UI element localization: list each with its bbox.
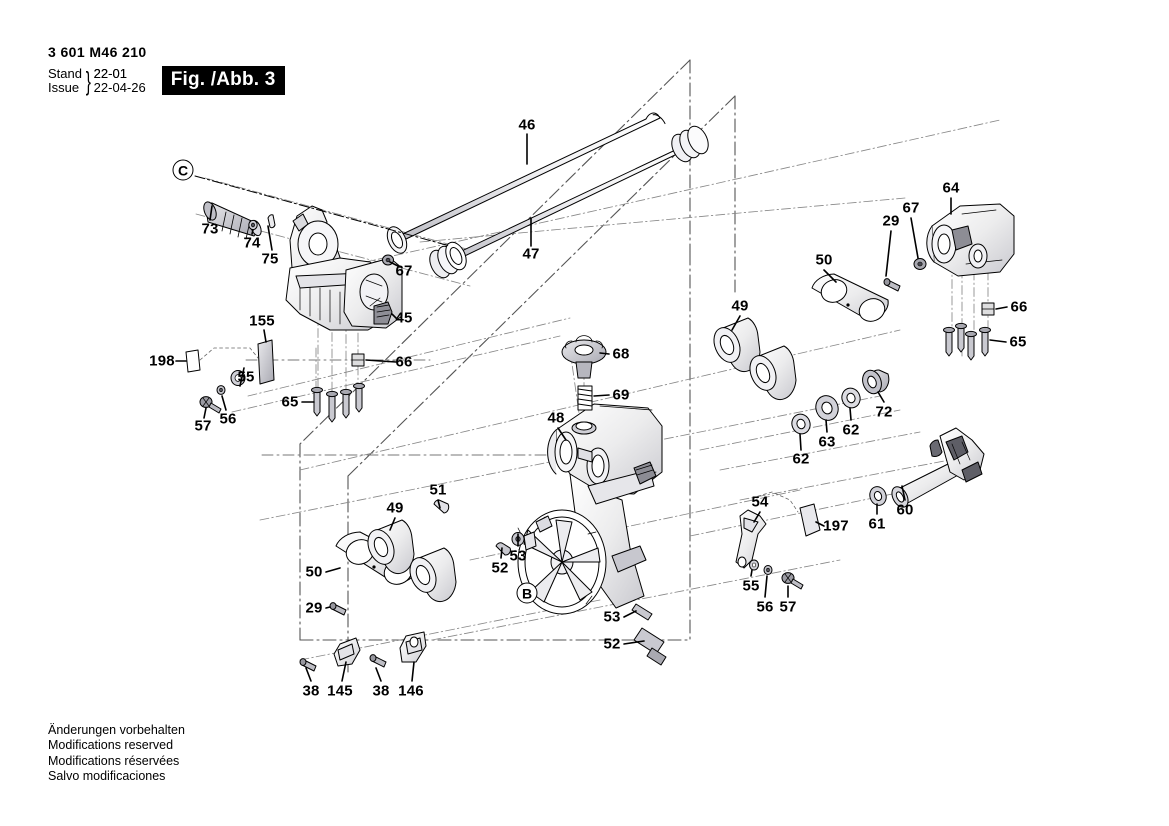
callout-52-mid: 52 — [491, 559, 509, 577]
stand-date: 22-01 22-01 — [93, 65, 146, 81]
callout-64: 64 — [942, 179, 960, 197]
callout-51: 51 — [429, 481, 447, 499]
footer-line-es: Salvo modificaciones — [48, 769, 166, 784]
callout-68: 68 — [612, 345, 630, 363]
callout-57-lower: 57 — [779, 598, 797, 616]
callout-56-left: 56 — [219, 410, 237, 428]
callout-55-left: 55 — [237, 368, 255, 386]
callout-145: 145 — [327, 682, 353, 700]
callout-29-lower: 29 — [305, 599, 323, 617]
issue-date: 22-04-26 — [93, 79, 146, 95]
callout-29-upper: 29 — [882, 212, 900, 230]
section-mark-c: C — [172, 159, 194, 181]
callout-67-right: 67 — [902, 199, 920, 217]
drawing-footer: Änderungen vorbehalten Modifications res… — [48, 723, 185, 785]
brace-glyph: } — [85, 65, 91, 96]
issue-label: Issue — [48, 79, 80, 95]
revision-dates: 22-01 22-01 22-04-26 — [93, 65, 146, 95]
callout-60: 60 — [896, 501, 914, 519]
callout-56-lower: 56 — [756, 598, 774, 616]
callout-45: 45 — [395, 309, 413, 327]
callout-53-mid: 53 — [509, 547, 527, 565]
drawing-header: 3 601 M46 210 Stand Issue } 22-01 22-01 … — [48, 44, 285, 95]
stand-date-text: 22-01 — [93, 65, 127, 81]
stand-date-overlay: 22-01 — [93, 65, 127, 81]
callout-197: 197 — [823, 517, 849, 535]
callout-198: 198 — [149, 352, 175, 370]
footer-line-fr: Modifications réservées — [48, 753, 180, 768]
footer-line-de: Änderungen vorbehalten — [48, 723, 185, 737]
callout-63: 63 — [818, 433, 836, 451]
callout-66-right: 66 — [1010, 298, 1028, 316]
callout-72: 72 — [875, 403, 893, 421]
callout-62-upper: 62 — [842, 421, 860, 439]
callout-38-left: 38 — [302, 682, 320, 700]
callout-146: 146 — [398, 682, 424, 700]
callout-155: 155 — [249, 312, 275, 330]
callout-52-lower: 52 — [603, 635, 621, 653]
section-mark-b: B — [516, 582, 538, 604]
footer-line-en: Modifications reserved — [48, 738, 174, 753]
callout-69: 69 — [612, 386, 630, 404]
callout-65-right: 65 — [1009, 333, 1027, 351]
stand-label: Stand — [48, 65, 82, 81]
callout-55-lower: 55 — [742, 577, 760, 595]
callout-50-upper: 50 — [815, 251, 833, 269]
figure-label: Fig. /Abb. 3 — [161, 66, 285, 95]
callout-48: 48 — [547, 409, 565, 427]
callout-67-upper: 67 — [395, 262, 413, 280]
callout-57-left: 57 — [194, 417, 212, 435]
part-number: 3 601 M46 210 — [48, 44, 147, 60]
callout-66-left: 66 — [395, 353, 413, 371]
callout-53-lower: 53 — [603, 608, 621, 626]
callout-49-upper: 49 — [731, 297, 749, 315]
callout-75: 75 — [261, 250, 279, 268]
callout-62-lower: 62 — [792, 450, 810, 468]
callout-61: 61 — [868, 515, 886, 533]
callout-38-right: 38 — [372, 682, 390, 700]
revision-labels: Stand Issue — [48, 65, 82, 95]
callout-54: 54 — [751, 493, 769, 511]
revision-block: Stand Issue } 22-01 22-01 22-04-26 Fig. … — [48, 66, 285, 95]
callout-50-lower: 50 — [305, 563, 323, 581]
callout-47: 47 — [522, 245, 540, 263]
callout-73: 73 — [201, 220, 219, 238]
callout-46: 46 — [518, 116, 536, 134]
callout-74: 74 — [243, 234, 261, 252]
callout-65-left: 65 — [281, 393, 299, 411]
callout-49-lower: 49 — [386, 499, 404, 517]
